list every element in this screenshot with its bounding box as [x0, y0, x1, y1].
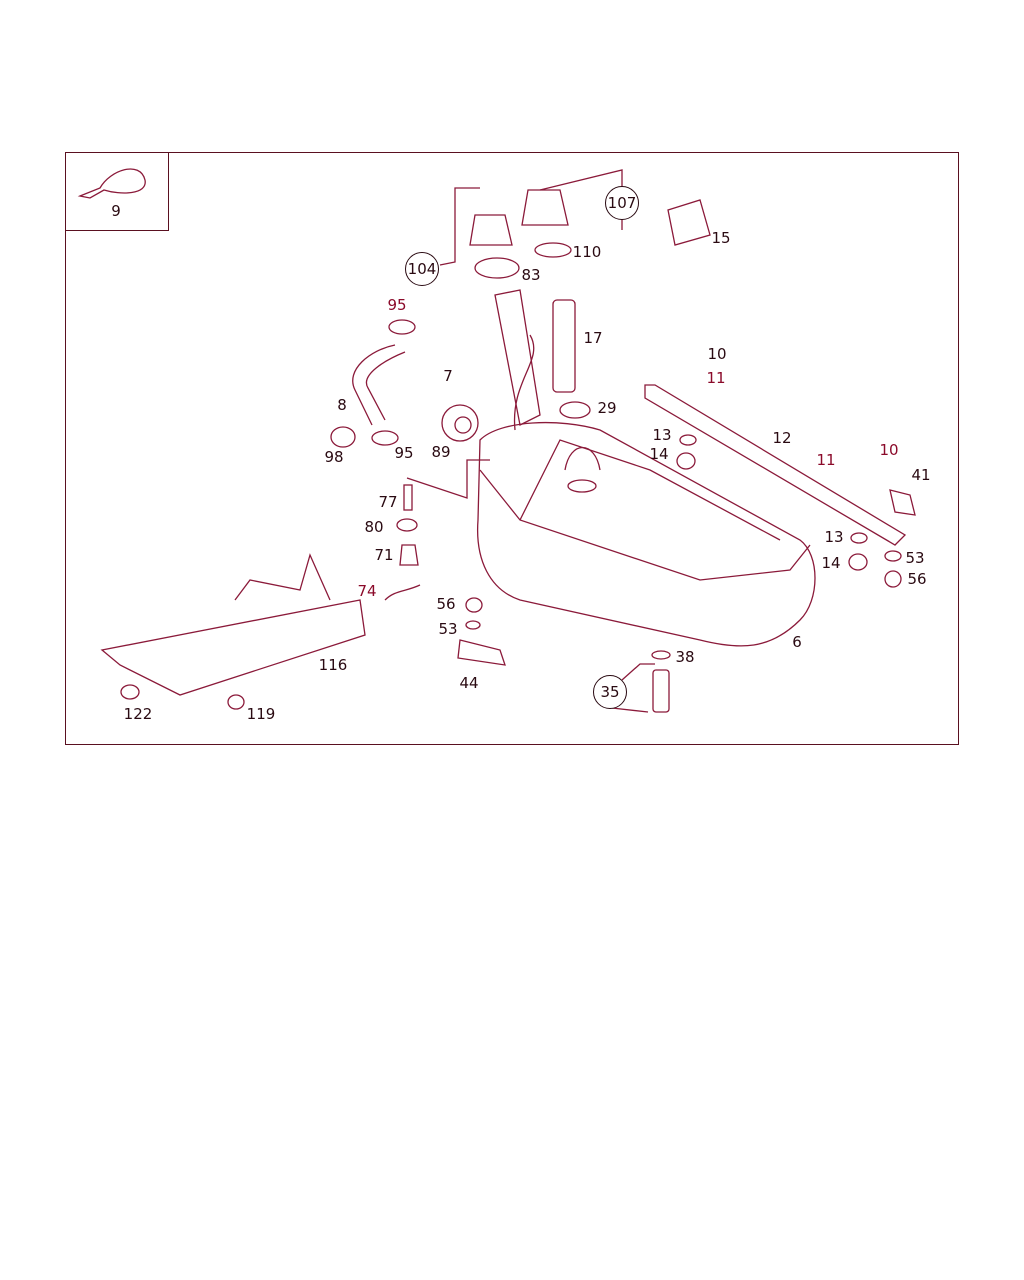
part-callout-53[interactable]: 53	[905, 549, 925, 567]
part-callout-13[interactable]: 13	[652, 426, 672, 444]
part-callout-53[interactable]: 53	[438, 620, 458, 638]
filler-neck-shape	[494, 289, 541, 426]
part-callout-71[interactable]: 71	[374, 546, 394, 564]
part-callout-95[interactable]: 95	[387, 296, 407, 314]
fuel-tank-shape	[476, 421, 816, 647]
part-callout-77[interactable]: 77	[378, 493, 398, 511]
part-callout-9[interactable]: 9	[111, 202, 121, 220]
cable-tie-icon	[77, 168, 146, 199]
part-callout-7[interactable]: 7	[443, 367, 453, 385]
part-callout-14[interactable]: 14	[821, 554, 841, 572]
part-callout-119[interactable]: 119	[246, 705, 276, 723]
part-callout-98[interactable]: 98	[324, 448, 344, 466]
part-callout-6[interactable]: 6	[792, 633, 802, 651]
part-callout-56[interactable]: 56	[436, 595, 456, 613]
part-callout-116[interactable]: 116	[318, 656, 348, 674]
inset-box-part-9	[65, 152, 169, 231]
part-callout-15[interactable]: 15	[711, 229, 731, 247]
heat-shield-shape	[100, 599, 366, 696]
sender-tube-shape	[552, 299, 576, 393]
part-callout-13[interactable]: 13	[824, 528, 844, 546]
part-callout-8[interactable]: 8	[337, 396, 347, 414]
part-callout-44[interactable]: 44	[459, 674, 479, 692]
part-callout-122[interactable]: 122	[123, 705, 153, 723]
part-callout-89[interactable]: 89	[431, 443, 451, 461]
part-callout-35[interactable]: 35	[593, 675, 627, 709]
part-callout-14[interactable]: 14	[649, 445, 669, 463]
part-callout-38[interactable]: 38	[675, 648, 695, 666]
part-callout-107[interactable]: 107	[605, 186, 639, 220]
part-callout-104[interactable]: 104	[405, 252, 439, 286]
diagram-frame	[65, 152, 959, 745]
part-callout-11[interactable]: 11	[816, 451, 836, 469]
part-callout-10[interactable]: 10	[879, 441, 899, 459]
hose-shape	[352, 344, 406, 426]
part-callout-95[interactable]: 95	[394, 444, 414, 462]
part-callout-17[interactable]: 17	[583, 329, 603, 347]
part-callout-74[interactable]: 74	[357, 582, 377, 600]
part-callout-56[interactable]: 56	[907, 570, 927, 588]
part-callout-11[interactable]: 11	[706, 369, 726, 387]
part-callout-29[interactable]: 29	[597, 399, 617, 417]
strap-shape	[644, 384, 907, 546]
part-callout-80[interactable]: 80	[364, 518, 384, 536]
part-callout-110[interactable]: 110	[572, 243, 602, 261]
part-callout-12[interactable]: 12	[772, 429, 792, 447]
part-callout-83[interactable]: 83	[521, 266, 541, 284]
part-callout-10[interactable]: 10	[707, 345, 727, 363]
part-callout-41[interactable]: 41	[911, 466, 931, 484]
